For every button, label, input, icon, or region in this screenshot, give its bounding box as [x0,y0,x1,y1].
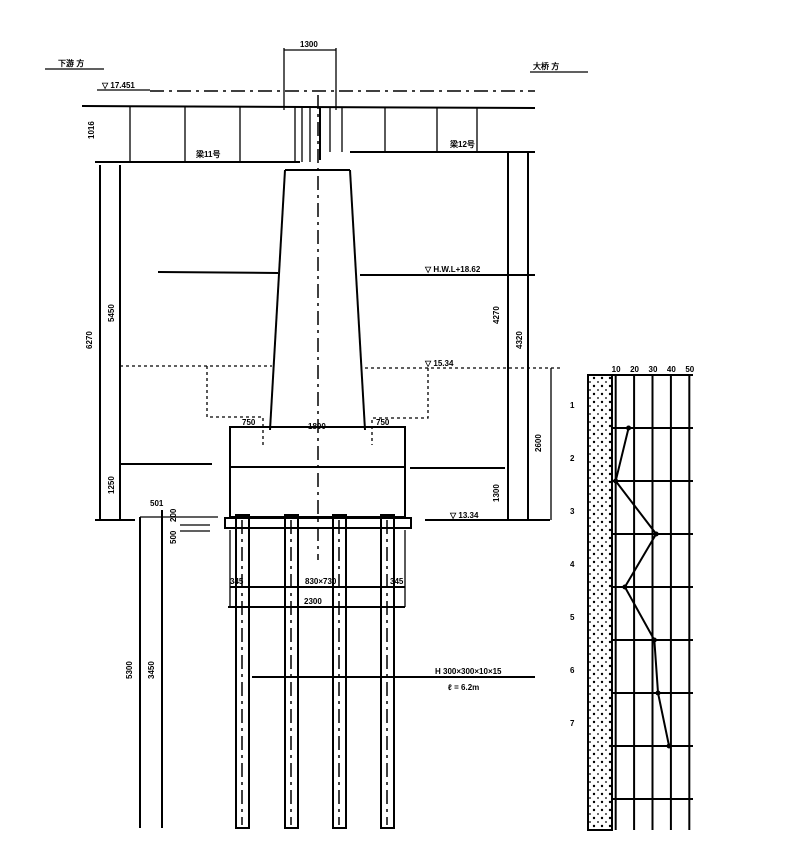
pile-top-dim-c: 500 [169,530,178,544]
chart-point [655,690,661,696]
left-inner-dim: 5450 [107,304,116,322]
chart-point [626,425,632,431]
footing [120,426,505,529]
chart-point [653,531,659,537]
pile-right-dim: 345 [390,577,404,586]
pile-spec: H 300×300×10×15 [435,667,502,676]
footing-width-dim: 2300 [304,597,322,606]
pile-length: ℓ = 6.2m [448,683,479,692]
pier-column [269,95,366,560]
left-side-label: 下游 方 [58,58,84,68]
chart-depth-label: 6 [570,666,575,675]
top-width-dim: 1300 [300,40,318,49]
cap-beam [81,105,536,163]
chart-x-tick: 30 [649,365,658,374]
pile-left-dim: 345 [230,577,244,586]
piles [228,514,535,829]
pile-top-dim-b: 200 [169,508,178,522]
chart-point [622,584,628,590]
step-right-dim: 750 [376,418,390,427]
chart-x-tick: 50 [685,365,694,374]
chart-point [651,637,657,643]
right-side-label: 大桥 方 [533,61,559,71]
chart-x-tick: 40 [667,365,676,374]
mid-elevation: ▽ 15.34 [424,359,454,368]
chart-point [666,743,672,749]
chart-point [613,478,619,484]
top-elevation: ▽ 17.451 [101,81,135,90]
left-beam-label: 梁11号 [195,149,220,159]
right-low-dim: 2600 [534,434,543,452]
beam-height-dim: 1016 [87,121,96,139]
right-inner-dim: 4270 [492,306,501,324]
pile-length-outer-dim: 5300 [125,661,134,679]
right-beam-label: 梁12号 [449,139,475,149]
chart-depth-label: 2 [570,454,575,463]
pile-length-inner-dim: 3450 [147,661,156,679]
soil-column [587,374,613,831]
pile-spacing-dim: 830×730 [305,577,337,586]
hwl-elevation: ▽ H.W.L+18.62 [424,265,481,274]
step-left-dim: 750 [242,418,256,427]
pile-top-dim-a: 501 [150,499,164,508]
chart-depth-label: 3 [570,507,575,516]
right-bottom-dim: 1300 [492,484,501,502]
bottom-elevation: ▽ 13.34 [449,511,479,520]
left-outer-dim: 6270 [85,331,94,349]
chart-x-tick: 20 [630,365,639,374]
left-bottom-dim: 1250 [107,476,116,494]
chart-depth-label: 5 [570,613,575,622]
right-outer-dim: 4320 [515,331,524,349]
chart-x-tick: 10 [612,365,621,374]
chart-depth-label: 4 [570,560,575,569]
chart-depth-label: 1 [570,401,575,410]
chart-depth-label: 7 [570,719,575,728]
soil-chart: 10 20 30 40 50 1 2 3 4 5 6 7 [570,365,695,831]
